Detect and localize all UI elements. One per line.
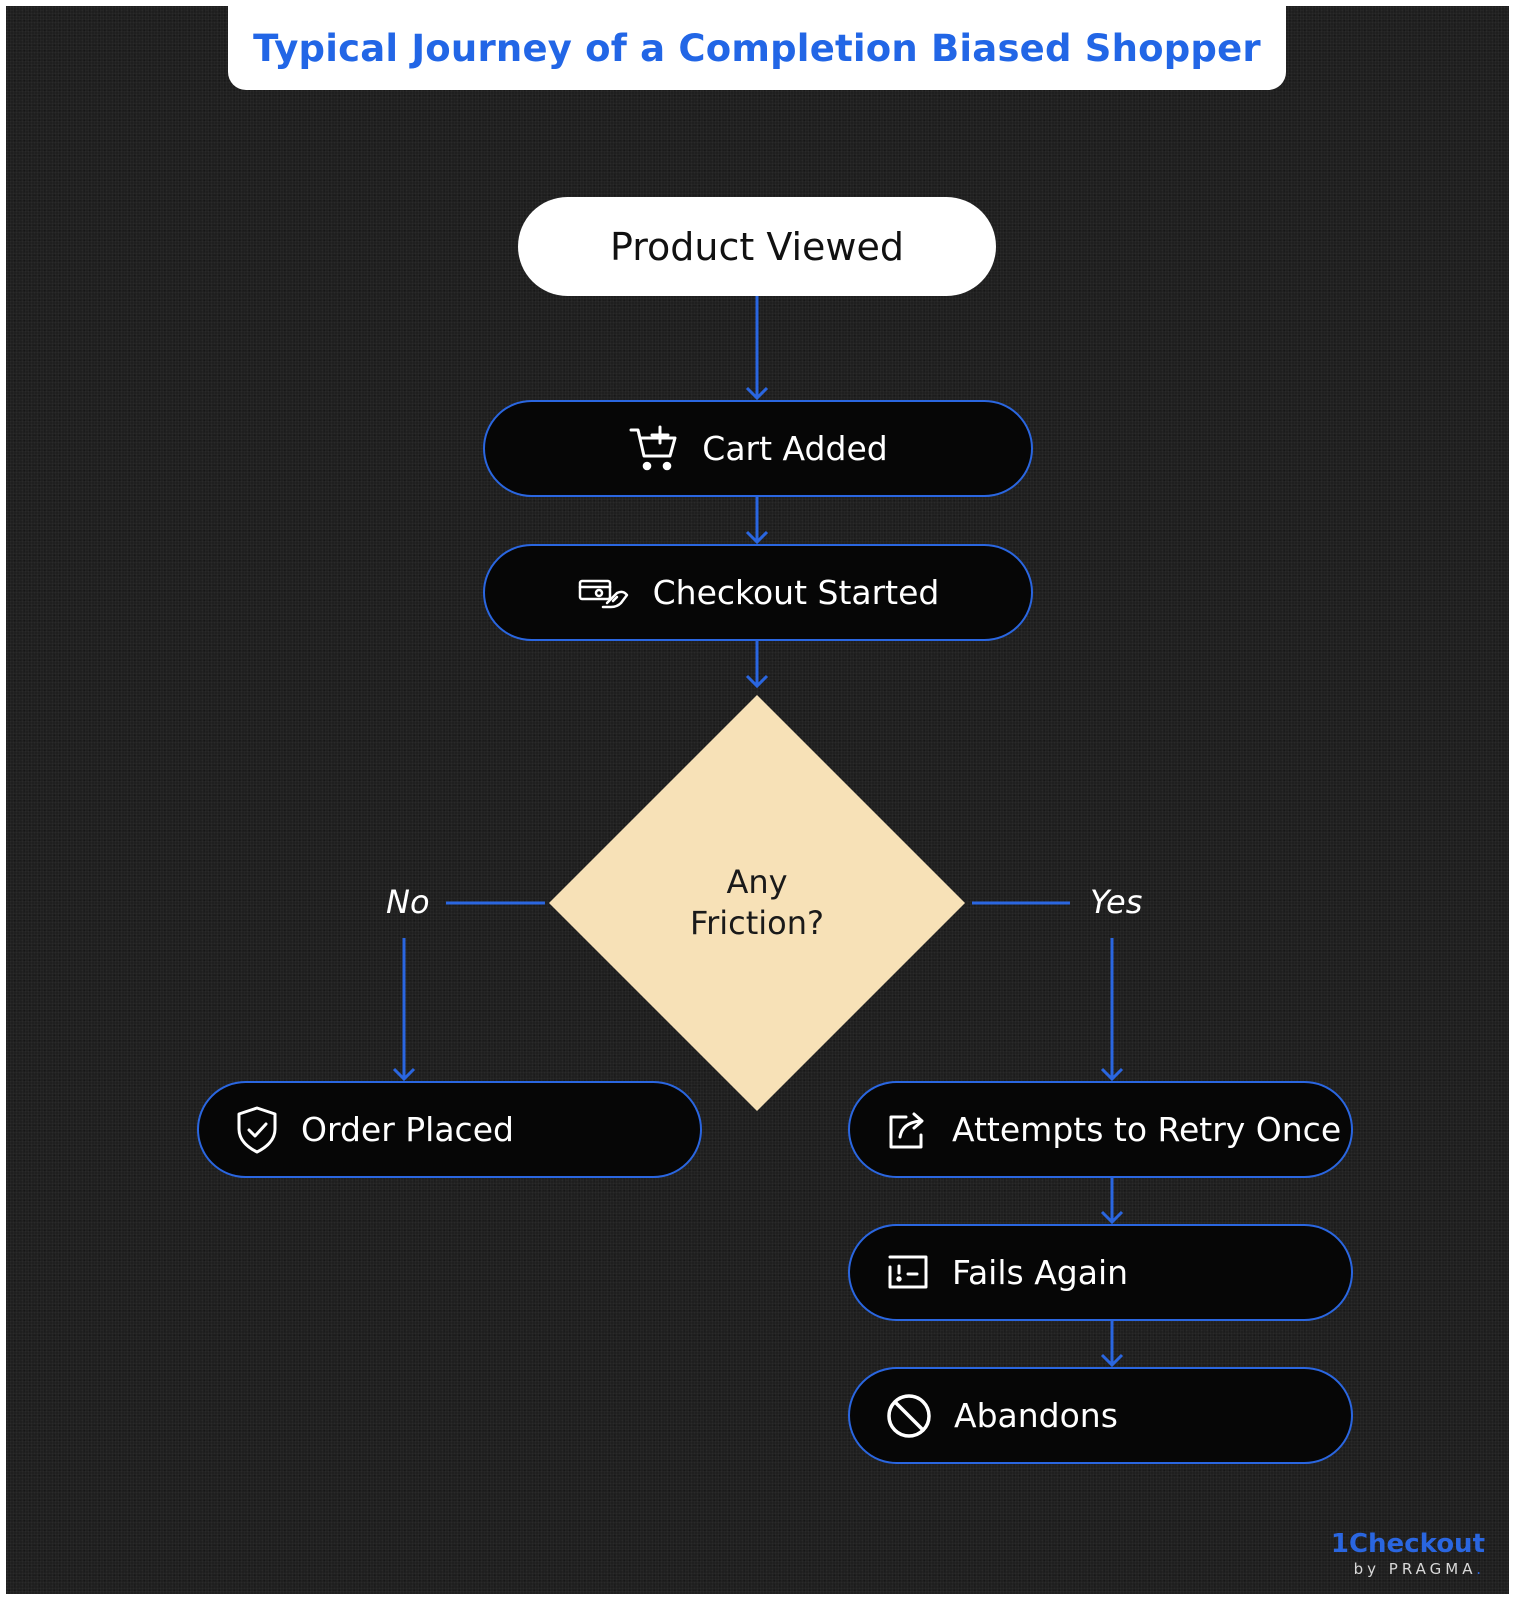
title-banner: Typical Journey of a Completion Biased S…	[228, 6, 1286, 90]
decision-label-line-1: Any	[726, 863, 788, 901]
node-cart-added: Cart Added	[483, 400, 1033, 497]
page-title: Typical Journey of a Completion Biased S…	[253, 26, 1261, 70]
brand-logo: 1Checkout by PRAGMA.	[1331, 1530, 1485, 1578]
brand-sub: by PRAGMA.	[1331, 1560, 1485, 1578]
node-attempts-retry: Attempts to Retry Once	[848, 1081, 1353, 1178]
alert-message-icon	[886, 1253, 930, 1293]
decision-label: Any Friction?	[647, 862, 867, 944]
node-attempts-retry-label: Attempts to Retry Once	[952, 1110, 1342, 1149]
node-abandons: Abandons	[848, 1367, 1353, 1464]
brand-sub-text: by PRAGMA	[1353, 1560, 1477, 1578]
node-order-placed: Order Placed	[197, 1081, 702, 1178]
share-arrow-icon	[886, 1109, 930, 1151]
node-checkout-started: Checkout Started	[483, 544, 1033, 641]
decision-diamond	[549, 695, 965, 1111]
branch-label-yes: Yes	[1090, 883, 1143, 921]
shield-check-icon	[235, 1105, 279, 1155]
brand-dot: .	[1476, 1560, 1485, 1578]
node-order-placed-label: Order Placed	[301, 1110, 514, 1149]
brand-name: 1Checkout	[1330, 1529, 1485, 1559]
node-checkout-started-label: Checkout Started	[652, 573, 940, 612]
cart-plus-icon	[628, 424, 680, 474]
branch-label-no: No	[386, 883, 430, 921]
node-fails-again: Fails Again	[848, 1224, 1353, 1321]
node-fails-again-label: Fails Again	[952, 1253, 1129, 1292]
node-product-viewed: Product Viewed	[518, 197, 996, 296]
node-cart-added-label: Cart Added	[702, 429, 888, 468]
decision-label-line-2: Friction?	[690, 904, 824, 942]
card-payment-icon	[577, 573, 631, 613]
node-product-viewed-label: Product Viewed	[609, 224, 905, 269]
node-abandons-label: Abandons	[954, 1396, 1118, 1435]
prohibited-icon	[886, 1393, 932, 1439]
